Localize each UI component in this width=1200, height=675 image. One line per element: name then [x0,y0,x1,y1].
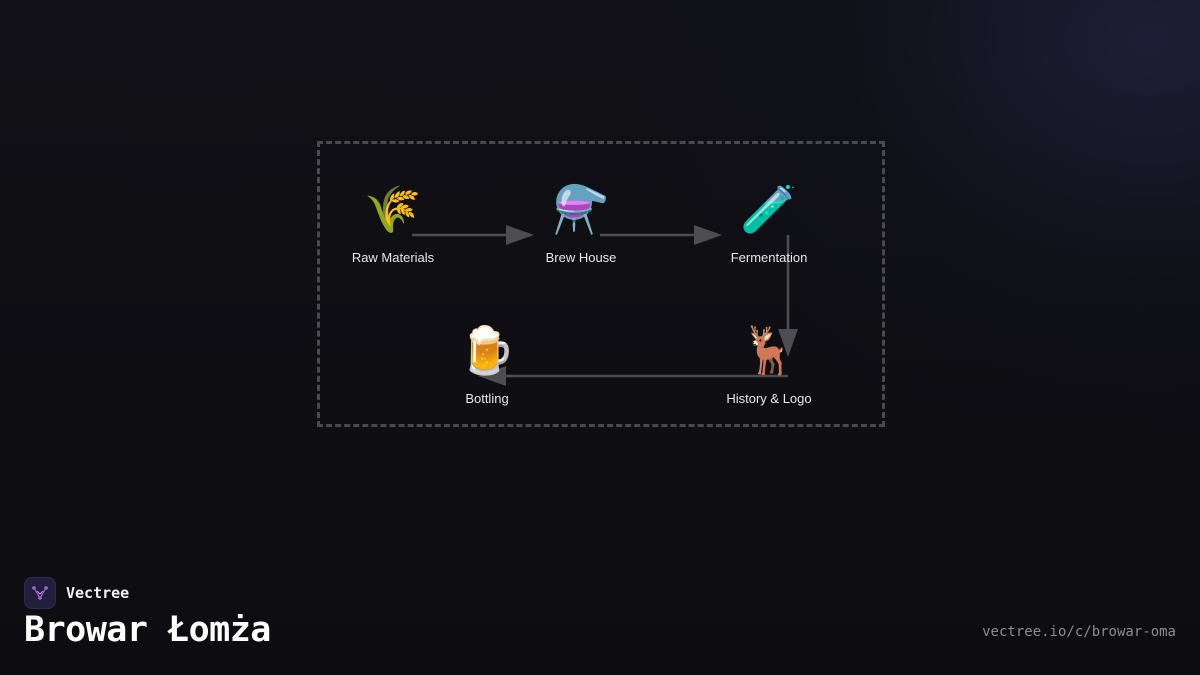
test-tube-icon: 🧪 [740,183,798,235]
wheat-icon: 🌾 [364,183,422,235]
node-label: Raw Materials [351,250,435,265]
page-title: Browar Łomża [24,610,271,650]
vectree-logo-icon [24,577,56,609]
node-history-logo[interactable]: 🦌 History & Logo [699,323,839,406]
node-label: Bottling [465,391,509,406]
beer-mug-icon: 🍺 [458,324,516,376]
share-url[interactable]: vectree.io/c/browar-oma [982,624,1176,640]
node-label: Fermentation [730,250,808,265]
deer-icon: 🦌 [740,324,798,376]
node-raw-materials[interactable]: 🌾 Raw Materials [323,182,463,265]
diagram-frame [317,141,885,427]
node-fermentation[interactable]: 🧪 Fermentation [699,182,839,265]
brand-name: Vectree [66,584,130,602]
flask-icon: ⚗️ [552,183,610,235]
node-label: History & Logo [726,391,812,406]
node-label: Brew House [545,250,617,265]
brand[interactable]: Vectree [24,577,129,609]
node-brew-house[interactable]: ⚗️ Brew House [511,182,651,265]
node-bottling[interactable]: 🍺 Bottling [417,323,557,406]
